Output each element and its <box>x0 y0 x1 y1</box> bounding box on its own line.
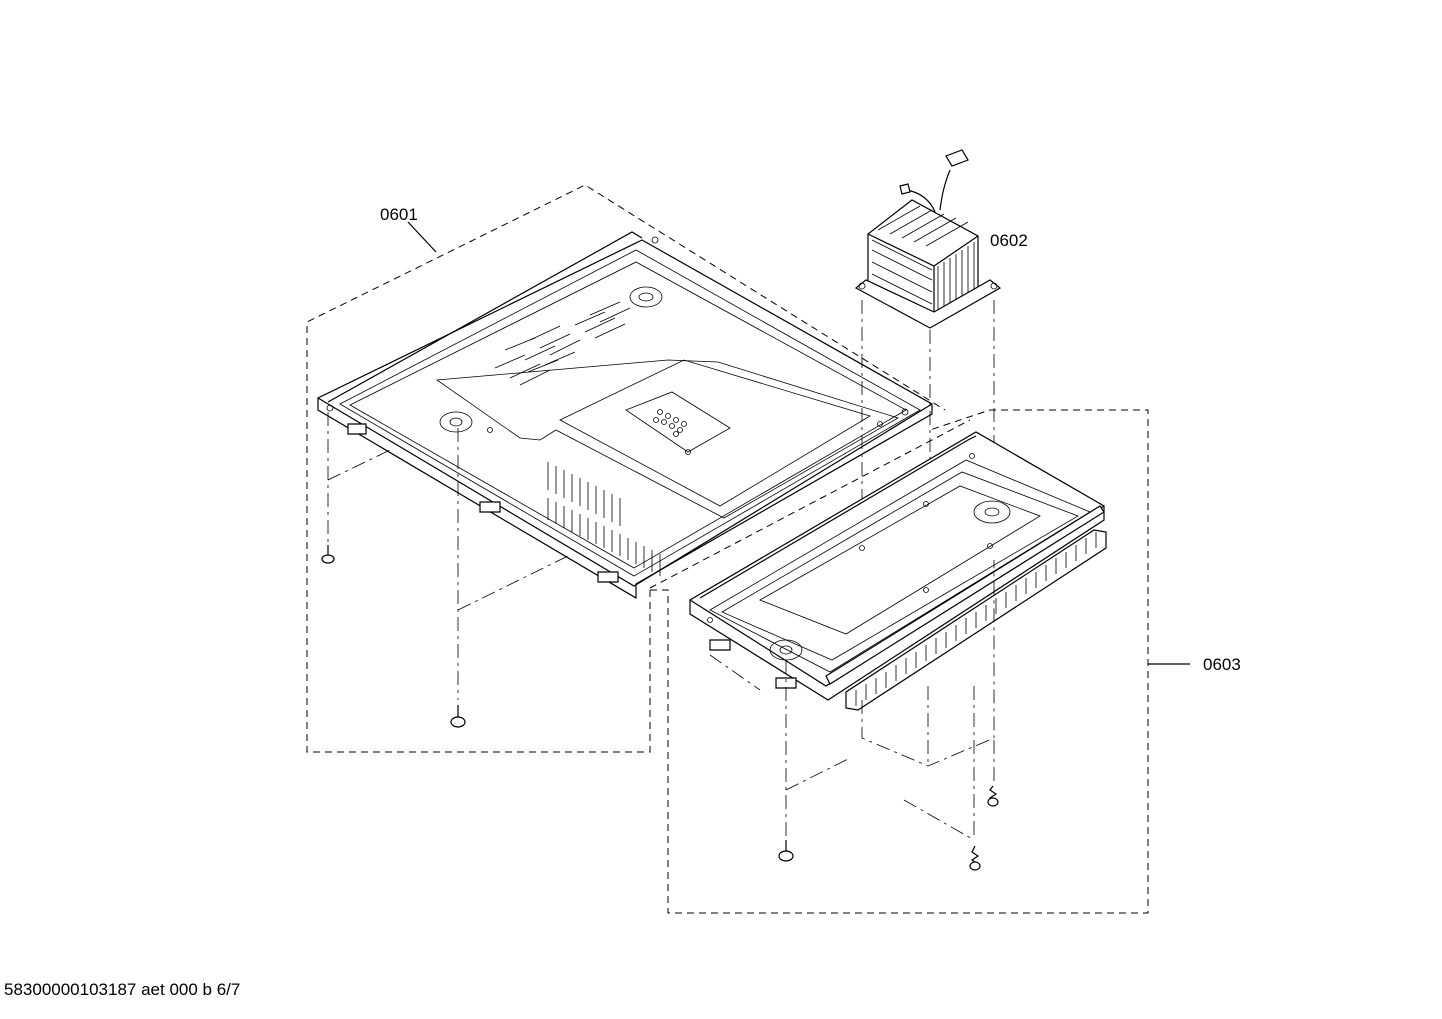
screw <box>321 545 335 564</box>
part-label-0601: 0601 <box>380 205 418 224</box>
screw <box>778 840 794 862</box>
base-plate <box>317 239 933 600</box>
top-vent-slots <box>494 301 631 386</box>
screw <box>969 845 981 871</box>
document-footer-code: 58300000103187 aet 000 b 6/7 <box>4 980 241 999</box>
screw <box>987 785 999 807</box>
group-0601-outline <box>306 184 946 753</box>
bottom-tray <box>689 431 1105 701</box>
side-vent-slots <box>547 462 661 576</box>
part-0601-group <box>306 184 946 753</box>
group-0603-outline <box>650 409 1149 914</box>
part-0602-group <box>854 149 1002 590</box>
part-0603-group <box>649 409 1190 914</box>
part-label-0602: 0602 <box>990 231 1028 250</box>
screw <box>450 705 466 728</box>
part-label-0603: 0603 <box>1203 655 1241 674</box>
